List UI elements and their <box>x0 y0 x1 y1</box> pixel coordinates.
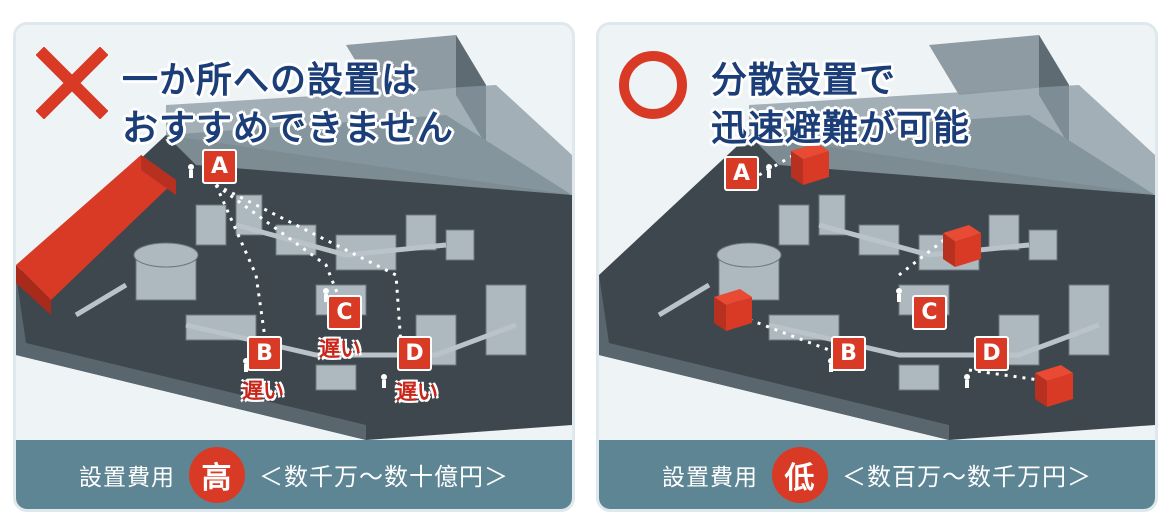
left-headline: 一か所への設置は おすすめできません <box>122 57 454 153</box>
left-headline-line2: おすすめできません <box>122 108 454 149</box>
slow-label-b: 遅い <box>242 379 284 403</box>
node-a: A <box>724 156 759 191</box>
node-b: B <box>247 336 282 371</box>
right-cost-level: 低 <box>772 446 828 503</box>
right-cost-bar: 設置費用 低 ＜数百万〜数千万円＞ <box>599 440 1155 509</box>
right-headline-line2: 迅速避難が可能 <box>711 108 971 149</box>
node-b: B <box>831 336 866 371</box>
distributed-shelters <box>714 143 1073 407</box>
node-c: C <box>912 295 947 330</box>
centralized-shelter <box>16 155 176 315</box>
left-cost-bar: 設置費用 高 ＜数千万〜数十億円＞ <box>16 440 572 509</box>
right-headline: 分散設置で 迅速避難が可能 <box>711 57 970 153</box>
factory-illustration <box>16 25 572 440</box>
circle-mark-icon <box>619 51 687 119</box>
left-cost-level: 高 <box>189 446 245 503</box>
cross-mark-icon <box>36 47 108 119</box>
node-d: D <box>974 336 1009 371</box>
slow-label-d: 遅い <box>396 380 438 404</box>
left-cost-range: ＜数千万〜数十億円＞ <box>259 463 509 491</box>
slow-label-c: 遅い <box>319 337 361 361</box>
right-headline-line1: 分散設置で <box>711 60 897 101</box>
distributed-panel: 分散設置で 迅速避難が可能 A B C D 設置費用 低 ＜数百万〜数千万円＞ <box>596 22 1158 512</box>
factory-illustration <box>599 25 1155 440</box>
node-d: D <box>397 336 432 371</box>
node-c: C <box>327 295 362 330</box>
right-cost-label: 設置費用 <box>662 464 758 491</box>
node-a: A <box>202 149 237 184</box>
centralized-panel: 一か所への設置は おすすめできません A B C D 遅い 遅い 遅い 設置費用… <box>13 22 575 512</box>
left-cost-label: 設置費用 <box>79 464 175 491</box>
left-headline-line1: 一か所への設置は <box>122 60 419 101</box>
right-cost-range: ＜数百万〜数千万円＞ <box>842 463 1092 491</box>
